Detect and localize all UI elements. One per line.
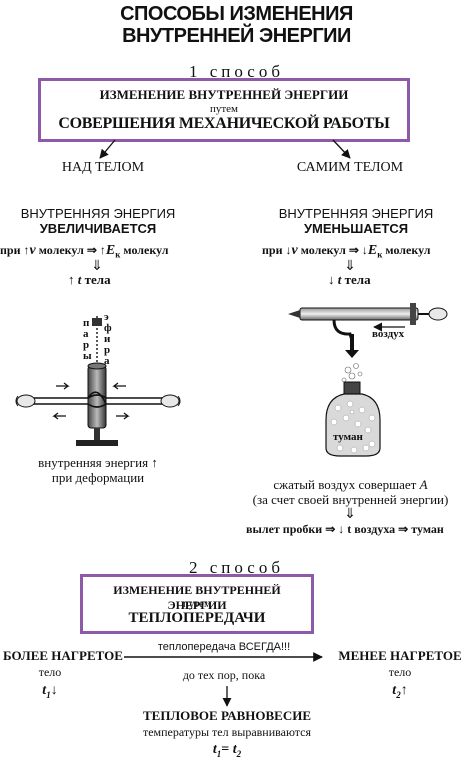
- vapor-label: пары: [83, 317, 92, 362]
- right-result-line: вылет пробки ⇒ ↓ t воздуха ⇒ туман: [246, 522, 444, 536]
- right-implies: ⇓: [344, 259, 356, 274]
- up-arrow-icon: ↑: [400, 683, 408, 698]
- method-2-box: ИЗМЕНЕНИЕ ВНУТРЕННЕЙ ЭНЕРГИИ путем ТЕПЛО…: [80, 574, 314, 634]
- method-1-box-line-3: СОВЕРШЕНИЯ МЕХАНИЧЕСКОЙ РАБОТЫ: [58, 115, 390, 132]
- right-formula-post: молекул: [385, 243, 431, 257]
- method-1-box: ИЗМЕНЕНИЕ ВНУТРЕННЕЙ ЭНЕРГИИ путем СОВЕР…: [38, 78, 410, 142]
- left-caption-text: внутренняя энергия: [38, 455, 149, 470]
- method-2-box-line-2: путем: [182, 598, 212, 610]
- kinetic-energy-symbol: E: [105, 243, 116, 258]
- work-symbol: A: [419, 477, 428, 492]
- right-caption-implies: ⇓: [344, 507, 356, 522]
- left-implies: ⇓: [91, 259, 103, 274]
- velocity-symbol: v: [291, 243, 298, 258]
- right-energy-line-2: УМЕНЬШАЕТСЯ: [303, 221, 409, 236]
- up-arrow-icon: ↑: [99, 243, 106, 257]
- kinetic-energy-symbol: E: [367, 243, 378, 258]
- left-formula-post: молекул: [123, 243, 169, 257]
- title-line-2: ВНУТРЕННЕЙ ЭНЕРГИИ: [122, 25, 351, 47]
- left-temp-text: тела: [84, 272, 111, 287]
- pump-bottle-apparatus: [288, 303, 448, 457]
- left-formula: при ↑v молекул ⇒ ↑Eк молекул: [0, 243, 169, 260]
- right-temp: ↓ t тела: [328, 272, 371, 288]
- down-arrow-icon: ↓: [328, 272, 335, 287]
- method-2-label: 2 способ: [188, 558, 284, 577]
- left-heading: НАД ТЕЛОМ: [61, 160, 145, 175]
- down-arrow-icon: ↓: [285, 243, 292, 257]
- ether-label: эфира: [104, 311, 112, 367]
- left-caption-line-1: внутренняя энергия ↑: [10, 455, 186, 471]
- right-temp-text: тела: [344, 272, 371, 287]
- ether-tube-apparatus: [15, 316, 181, 446]
- temperature-symbol: t: [77, 272, 82, 287]
- up-arrow-icon: ↑: [23, 243, 30, 257]
- heat-arrow-top: теплопередача ВСЕГДА!!!: [157, 641, 291, 653]
- air-label: воздух: [372, 328, 405, 340]
- up-arrow-icon: ↑: [151, 455, 158, 470]
- velocity-symbol: v: [29, 243, 36, 258]
- hotter-body-sub: тело: [38, 665, 62, 679]
- colder-body-sub: тело: [388, 665, 412, 679]
- temperature-symbol: t: [337, 272, 342, 287]
- left-branch-arrow: [99, 139, 116, 159]
- right-heading: САМИМ ТЕЛОМ: [296, 160, 404, 175]
- left-temp: ↑ t тела: [68, 272, 111, 288]
- equilibrium-heading: ТЕПЛОВОЕ РАВНОВЕСИЕ: [142, 708, 312, 723]
- method-1-label: 1 способ: [188, 62, 284, 81]
- colder-body-temp: t2↑: [392, 683, 408, 700]
- heat-arrow-bottom: до тех пор, пока: [182, 668, 266, 682]
- left-energy-line-2: УВЕЛИЧИВАЕТСЯ: [39, 221, 157, 236]
- hotter-body-temp: t1↓: [42, 683, 58, 700]
- down-arrow-icon: ↓: [50, 683, 58, 698]
- hotter-body-heading: БОЛЕЕ НАГРЕТОЕ: [3, 648, 123, 663]
- right-caption-line-2: (за счет своей внутренней энергии): [252, 492, 449, 507]
- equilibrium-text: температуры тел выравниваются: [142, 725, 312, 739]
- left-formula-pre: при: [0, 243, 21, 257]
- left-formula-mid: молекул ⇒: [38, 243, 97, 257]
- right-formula: при ↓v молекул ⇒ ↓Eк молекул: [262, 243, 431, 260]
- right-formula-pre: при: [262, 243, 283, 257]
- colder-body-heading: МЕНЕЕ НАГРЕТОЕ: [338, 648, 462, 663]
- method-1-box-line-1: ИЗМЕНЕНИЕ ВНУТРЕННЕЙ ЭНЕРГИИ: [99, 87, 349, 102]
- fog-label: туман: [332, 431, 364, 443]
- up-arrow-icon: ↑: [68, 272, 75, 287]
- left-energy-line-1: ВНУТРЕННЯЯ ЭНЕРГИЯ: [20, 206, 176, 221]
- equal-temperatures: t1= t2: [212, 742, 242, 759]
- right-caption-text: сжатый воздух совершает: [273, 477, 417, 492]
- down-arrow-icon: ↓: [361, 243, 368, 257]
- method-2-box-line-3: ТЕПЛОПЕРЕДАЧИ: [128, 610, 266, 626]
- right-branch-arrow: [332, 139, 351, 159]
- right-energy-line-1: ВНУТРЕННЯЯ ЭНЕРГИЯ: [278, 206, 434, 221]
- method-1-box-line-2: путем: [209, 103, 239, 115]
- right-caption-line-1: сжатый воздух совершает A: [228, 477, 473, 493]
- title-line-1: СПОСОБЫ ИЗМЕНЕНИЯ: [120, 3, 353, 25]
- method-2-box-line-1: ИЗМЕНЕНИЕ ВНУТРЕННЕЙ ЭНЕРГИИ: [113, 583, 281, 612]
- right-formula-mid: молекул ⇒: [300, 243, 359, 257]
- left-caption-line-2: при деформации: [51, 470, 145, 485]
